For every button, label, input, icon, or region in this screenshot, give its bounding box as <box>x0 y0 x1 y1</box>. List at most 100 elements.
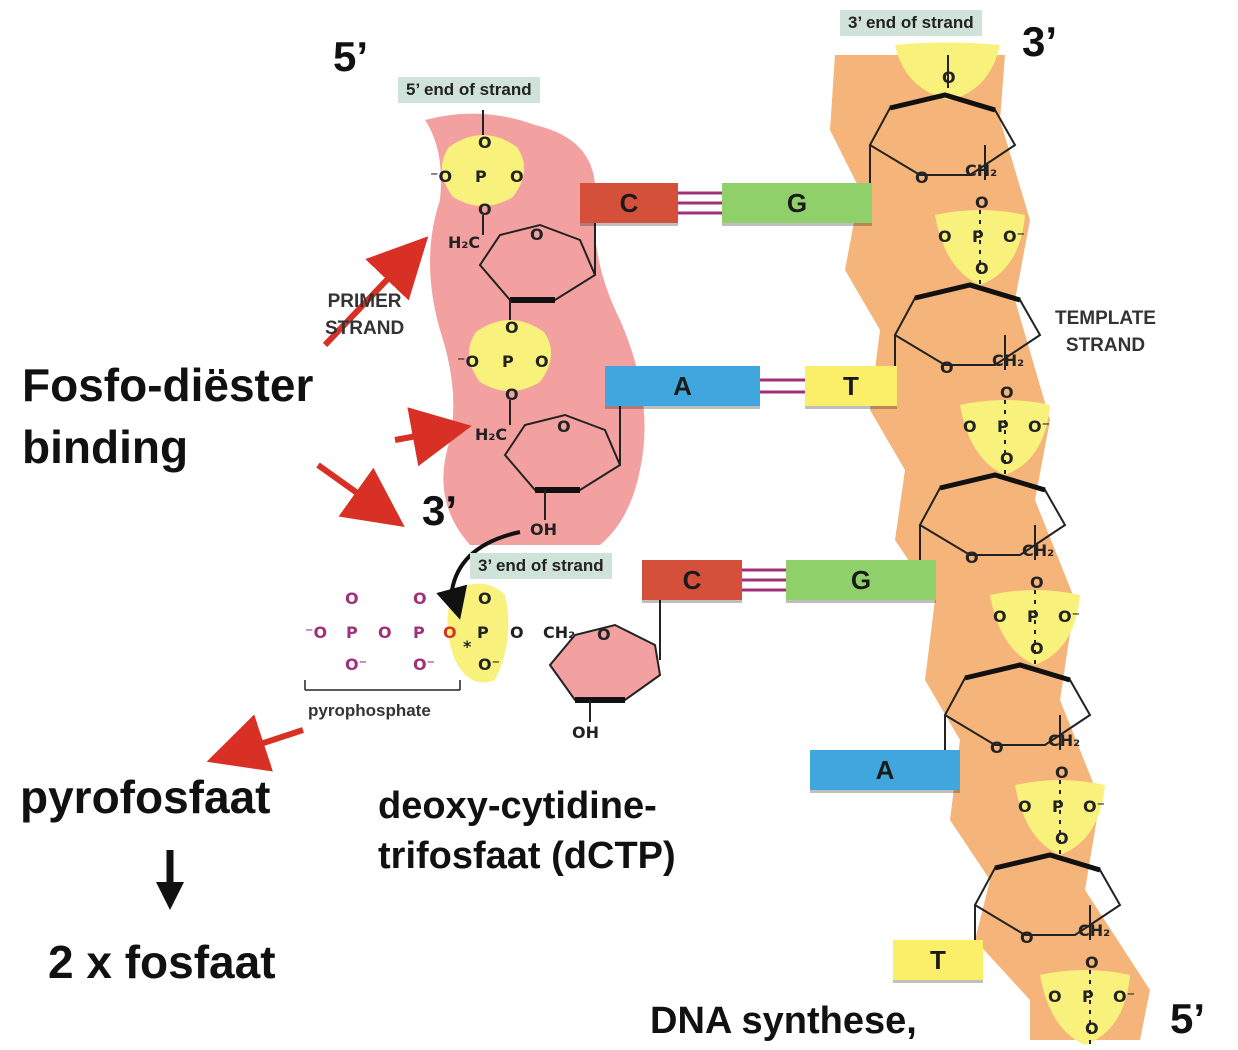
template-phosphate-4 <box>1015 780 1105 855</box>
primer-strand-label-line1: PRIMER <box>327 291 402 312</box>
svg-text:O: O <box>443 623 457 642</box>
pyrophosphate-label: pyrophosphate <box>308 701 431 720</box>
svg-text:O⁻: O⁻ <box>1083 797 1105 816</box>
svg-text:O⁻: O⁻ <box>345 655 367 674</box>
svg-text:P: P <box>997 417 1009 436</box>
three-prime-end-label-top: 3’ end of strand <box>840 10 982 36</box>
svg-text:O: O <box>530 225 544 244</box>
svg-text:P: P <box>346 623 358 642</box>
svg-text:O: O <box>557 417 571 436</box>
svg-text:O: O <box>1030 573 1044 592</box>
template-strand-label-line1: TEMPLATE <box>1055 308 1156 329</box>
svg-text:O: O <box>505 385 519 404</box>
svg-text:O: O <box>597 625 611 644</box>
three-prime-end-label-mid: 3’ end of strand <box>470 553 612 579</box>
base-template-t-unpaired: T <box>893 940 983 980</box>
base-template-t: T <box>805 366 897 406</box>
svg-text:O: O <box>345 589 359 608</box>
svg-text:*: * <box>463 637 472 656</box>
red-arrows <box>206 236 472 772</box>
svg-text:O: O <box>1055 829 1069 848</box>
down-arrow-icon <box>156 850 184 910</box>
svg-text:O: O <box>990 738 1004 757</box>
svg-text:O: O <box>975 259 989 278</box>
svg-text:O: O <box>965 548 979 567</box>
svg-text:O: O <box>993 607 1007 626</box>
svg-text:O: O <box>1085 953 1099 972</box>
svg-text:CH₂: CH₂ <box>543 623 575 642</box>
template-phosphate-2 <box>960 400 1050 475</box>
svg-text:O: O <box>478 200 492 219</box>
arrow-fosfo-3 <box>316 462 405 527</box>
svg-text:P: P <box>477 623 489 642</box>
template-chemistry <box>868 55 1122 1045</box>
svg-text:⁻O: ⁻O <box>457 352 479 371</box>
svg-text:O: O <box>1018 797 1032 816</box>
svg-text:O: O <box>1048 987 1062 1006</box>
svg-text:O: O <box>378 623 392 642</box>
template-strand-label: TEMPLATE STRAND <box>1055 305 1156 359</box>
svg-text:H₂C: H₂C <box>475 425 507 444</box>
svg-text:H₂C: H₂C <box>448 233 480 252</box>
svg-text:O: O <box>1000 383 1014 402</box>
svg-text:O: O <box>1085 1019 1099 1038</box>
svg-text:O: O <box>938 227 952 246</box>
base-primer-a: A <box>605 366 760 406</box>
base-template-g-2: G <box>786 560 936 600</box>
pyrofosfaat-label: pyrofosfaat <box>20 771 271 823</box>
svg-text:O⁻: O⁻ <box>1003 227 1025 246</box>
svg-text:O: O <box>510 167 524 186</box>
primer-strand-label: PRIMER STRAND <box>325 288 404 342</box>
svg-text:CH₂: CH₂ <box>1078 921 1110 940</box>
svg-text:CH₂: CH₂ <box>1022 541 1054 560</box>
svg-text:⁻O: ⁻O <box>430 167 452 186</box>
five-prime-end-label: 5’ end of strand <box>398 77 540 103</box>
arrow-fosfo-1 <box>322 236 429 348</box>
base-template-g-1: G <box>722 183 872 223</box>
svg-text:O: O <box>505 318 519 337</box>
svg-text:O⁻: O⁻ <box>1028 417 1050 436</box>
svg-text:O: O <box>478 589 492 608</box>
svg-text:O: O <box>942 68 956 87</box>
svg-text:CH₂: CH₂ <box>965 161 997 180</box>
dna-synthese-label: DNA synthese, <box>650 1000 917 1042</box>
base-template-a-unpaired: A <box>810 750 960 790</box>
dctp-oh: OH <box>572 723 599 742</box>
arrow-fosfo-2 <box>394 407 472 467</box>
svg-text:O⁻: O⁻ <box>1113 987 1135 1006</box>
svg-text:O⁻: O⁻ <box>478 655 500 674</box>
svg-text:O: O <box>413 589 427 608</box>
template-strand-blob <box>830 55 1150 1040</box>
svg-text:O⁻: O⁻ <box>1058 607 1080 626</box>
three-prime-top-label: 3’ <box>1022 18 1058 65</box>
base-dctp-c: C <box>642 560 742 600</box>
svg-text:⁻O: ⁻O <box>305 623 327 642</box>
hydrogen-bonds <box>678 191 805 592</box>
svg-text:O: O <box>478 133 492 152</box>
arrow-pyrophosphate <box>206 714 304 772</box>
svg-text:O⁻: O⁻ <box>413 655 435 674</box>
template-strand-label-line2: STRAND <box>1065 335 1146 356</box>
svg-text:P: P <box>502 352 514 371</box>
svg-text:O: O <box>940 358 954 377</box>
svg-text:CH₂: CH₂ <box>1048 731 1080 750</box>
svg-text:O: O <box>1000 449 1014 468</box>
svg-text:O: O <box>1055 763 1069 782</box>
svg-text:O: O <box>1020 928 1034 947</box>
twee-fosfaat-label: 2 x fosfaat <box>48 936 276 988</box>
template-phosphate-1 <box>935 210 1025 285</box>
svg-text:P: P <box>1082 987 1094 1006</box>
dctp-label-line2: trifosfaat (dCTP) <box>378 835 676 877</box>
three-prime-mid-label: 3’ <box>422 487 458 534</box>
primer-strand-label-line2: STRAND <box>325 318 405 339</box>
svg-text:P: P <box>1027 607 1039 626</box>
svg-text:O: O <box>915 168 929 187</box>
five-prime-top-label: 5’ <box>333 33 369 80</box>
svg-text:O: O <box>975 193 989 212</box>
template-phosphate-3 <box>990 590 1080 665</box>
svg-text:P: P <box>1052 797 1064 816</box>
fosfodiester-label-line2: binding <box>22 421 189 473</box>
svg-text:O: O <box>963 417 977 436</box>
